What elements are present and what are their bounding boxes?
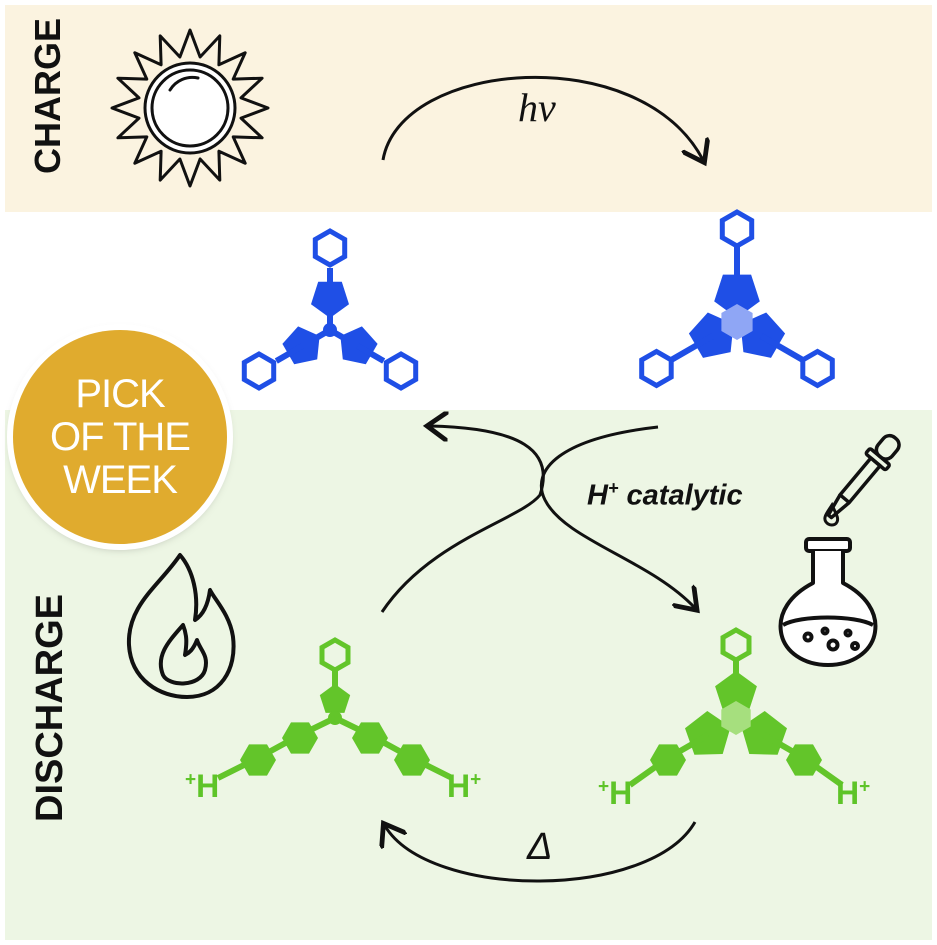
badge-line-3: WEEK (63, 457, 178, 502)
green-open-left-ring-2 (240, 744, 276, 776)
cross-arrow-up (380, 426, 545, 613)
proton-label-left-open: +H (185, 768, 220, 804)
blue-open-core (323, 323, 337, 337)
molecule-open-protonated-form (216, 637, 454, 781)
badge-line-1: PICK (75, 371, 165, 416)
green-closed-right-ring (786, 744, 822, 776)
green-open-top-pentagon (319, 684, 351, 713)
green-closed-core (721, 701, 751, 735)
blue-closed-phenyl-1 (639, 348, 674, 389)
catalysis-h: H (587, 479, 608, 512)
catalysis-plus: + (607, 478, 619, 498)
pick-of-the-week-badge: PICK OF THE WEEK (13, 330, 227, 544)
blue-closed-phenyl-2 (800, 348, 835, 389)
flask-icon (778, 537, 878, 667)
heat-arrow (385, 822, 697, 883)
blue-closed-phenyl-0 (719, 209, 755, 249)
charge-label: CHARGE (27, 17, 68, 174)
blue-open-link-2 (356, 343, 386, 364)
green-open-top-phenyl (319, 637, 351, 673)
blue-open-phenyl-1 (241, 351, 277, 391)
blue-closed-core (721, 304, 753, 340)
blue-closed-pentagon-0 (714, 274, 760, 318)
green-open-right-chain (333, 715, 454, 781)
catalysis-text: catalytic (618, 479, 743, 512)
blue-open-phenyl-2 (383, 351, 419, 391)
green-open-right-ring-2 (394, 744, 430, 776)
blue-open-phenyl-0 (312, 228, 348, 268)
sun-icon (110, 28, 270, 188)
proton-label-left-closed: +H (598, 775, 633, 811)
badge-line-2: OF THE (50, 414, 191, 459)
green-closed-top-phenyl (720, 627, 752, 663)
droplet-icon (823, 501, 840, 527)
green-closed-top-pentagon (715, 671, 757, 711)
flame-icon (126, 553, 236, 699)
discharge-label: DISCHARGE (29, 593, 71, 822)
green-open-right-ring-1 (352, 722, 388, 754)
proton-label-right-closed: H+ (836, 775, 871, 811)
green-open-left-ring-1 (282, 722, 318, 754)
blue-open-link-1 (274, 343, 304, 364)
cross-arrow-down (539, 425, 695, 608)
green-closed-left-ring (650, 744, 686, 776)
light-arrow (381, 76, 703, 160)
green-open-left-chain (216, 715, 337, 781)
catalysis-label: H+ catalytic (587, 478, 743, 513)
heat-label: Δ (527, 826, 553, 868)
blue-open-pentagon-0 (311, 281, 349, 318)
molecule-closed-charged-form (639, 209, 835, 389)
proton-label-right-open: H+ (447, 768, 482, 804)
molecule-open-charged-form (241, 228, 419, 391)
pipette-icon (826, 433, 901, 520)
molecule-closed-protonated-form (628, 627, 844, 788)
light-label: hν (518, 85, 556, 130)
